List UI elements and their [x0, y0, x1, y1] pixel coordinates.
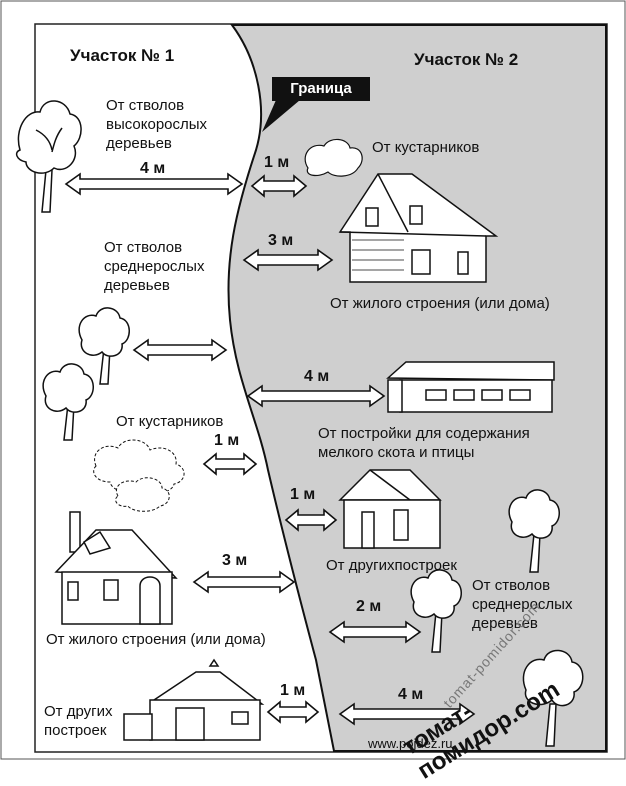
distance-shrubs-left: 1 м — [214, 432, 240, 449]
label-livestock: От постройки для содержания мелкого скот… — [318, 425, 530, 461]
tree-medium-right-1 — [508, 489, 560, 573]
plot-1-title: Участок № 1 — [70, 46, 175, 65]
arrows — [64, 172, 476, 726]
arrow-house-right — [242, 248, 334, 272]
credit-text: www.pojdez.ru — [368, 736, 453, 751]
tree-medium-left-1 — [78, 307, 130, 385]
label-shrubs-left: От кустарников — [116, 413, 224, 430]
livestock-building — [386, 361, 555, 413]
outbuilding-right — [338, 469, 442, 549]
arrow-shrubs-left — [202, 452, 258, 476]
arrow-tall-trees — [64, 172, 244, 196]
distance-medium-trees-right: 2 м — [356, 598, 382, 615]
arrow-bottom-right — [338, 702, 476, 726]
distance-other-right: 1 м — [290, 486, 316, 503]
tree-medium-left-2 — [42, 363, 94, 441]
tree-medium-right-2 — [410, 569, 462, 653]
arrow-livestock — [246, 384, 386, 408]
distance-house-left: 3 м — [222, 552, 248, 569]
label-other-right: От другихпостроек — [326, 557, 457, 574]
tree-tall-left — [15, 100, 82, 213]
diagram-canvas — [0, 0, 626, 760]
label-house-left: От жилого строения (или дома) — [46, 631, 266, 648]
distance-bottom-right: 4 м — [398, 686, 424, 703]
label-tall-trees: От стволов высокорослых деревьев — [106, 97, 208, 152]
label-shrubs-right: От кустарников — [372, 139, 480, 156]
distance-other-left: 1 м — [280, 682, 306, 699]
distance-tall-trees: 4 м — [140, 160, 166, 177]
shrubs-left — [93, 439, 185, 512]
arrow-shrubs-right — [250, 174, 308, 198]
label-other-left: От других пострoек — [44, 703, 113, 739]
arrow-house-left — [192, 570, 296, 594]
arrow-medium-trees-left — [132, 338, 228, 362]
label-house-right: От жилого строения (или дома) — [330, 295, 550, 312]
barn-left — [123, 658, 265, 741]
border-label: Граница — [272, 77, 370, 101]
label-medium-trees-right: От стволов среднерослых деревьев — [472, 577, 573, 632]
distance-livestock: 4 м — [304, 368, 330, 385]
shrubs-right — [304, 138, 363, 177]
border-pointer — [262, 100, 300, 132]
distance-shrubs-right: 1 м — [264, 154, 290, 171]
arrow-other-left — [266, 700, 320, 724]
house-left — [54, 511, 178, 625]
distance-house-right: 3 м — [268, 232, 294, 249]
label-medium-trees-left: От стволов среднерослых деревьев — [104, 239, 205, 294]
house-right — [338, 173, 499, 283]
tree-bottom-right — [522, 649, 584, 747]
arrow-medium-trees-right — [328, 620, 422, 644]
arrow-other-right — [284, 508, 338, 532]
plot-2-title: Участок № 2 — [414, 50, 519, 69]
